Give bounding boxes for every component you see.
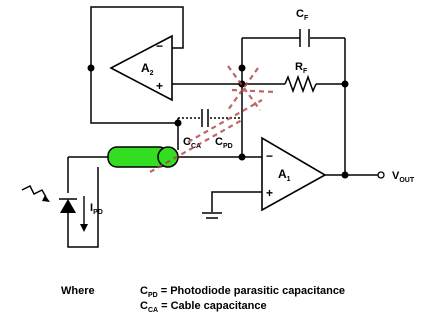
legend-cca-symbol: C [140, 300, 148, 312]
legend-cpd-line: CPD = Photodiode parasitic capacitance [140, 285, 345, 299]
legend-cca-line: CCA = Cable capacitance [140, 300, 267, 314]
vout-label: VOUT [392, 170, 415, 184]
rf-label: RF [295, 61, 308, 75]
annotation-strokes [149, 65, 276, 173]
rf-resistor [284, 74, 317, 94]
shield-capacitor [201, 109, 209, 127]
legend-cca-text: = Cable capacitance [158, 300, 267, 312]
legend-cca-subscript: CA [147, 307, 159, 315]
op-amp-a2 [109, 34, 173, 102]
a1-plus-sign: + [266, 186, 273, 200]
photodiode-wires [67, 157, 99, 248]
a1-plus-wire [211, 191, 262, 212]
a2-feedback-wires [90, 6, 184, 124]
a2-minus-sign: − [156, 39, 163, 53]
feedback-right-node [341, 80, 349, 88]
legend-cpd-symbol: C [140, 285, 148, 297]
a1-minus-sign: − [266, 149, 273, 163]
a2-label: A2 [141, 61, 154, 77]
a1-label: A1 [278, 167, 291, 183]
cca-label: CCA [183, 136, 201, 150]
cpd-label: CPD [215, 136, 233, 150]
cf-capacitor [299, 29, 310, 47]
ground-icon [202, 212, 222, 219]
input-node [238, 153, 246, 161]
shield-node [174, 119, 182, 127]
op-amp-a1 [261, 136, 327, 212]
a2-output-node [87, 64, 95, 72]
ipd-label: IPD [90, 202, 103, 216]
output-node [341, 171, 349, 179]
light-arrow-icon [21, 185, 47, 198]
coax-cable [107, 146, 179, 168]
legend-cpd-subscript: PD [147, 292, 158, 300]
feedback-top-left-node [238, 64, 246, 72]
photodiode-icon [60, 199, 76, 213]
legend-cpd-text: = Photodiode parasitic capacitance [157, 285, 346, 297]
cf-label: CF [296, 8, 309, 22]
legend-where: Where [61, 285, 95, 297]
a2-plus-sign: + [156, 79, 163, 93]
vout-terminal [377, 171, 385, 179]
